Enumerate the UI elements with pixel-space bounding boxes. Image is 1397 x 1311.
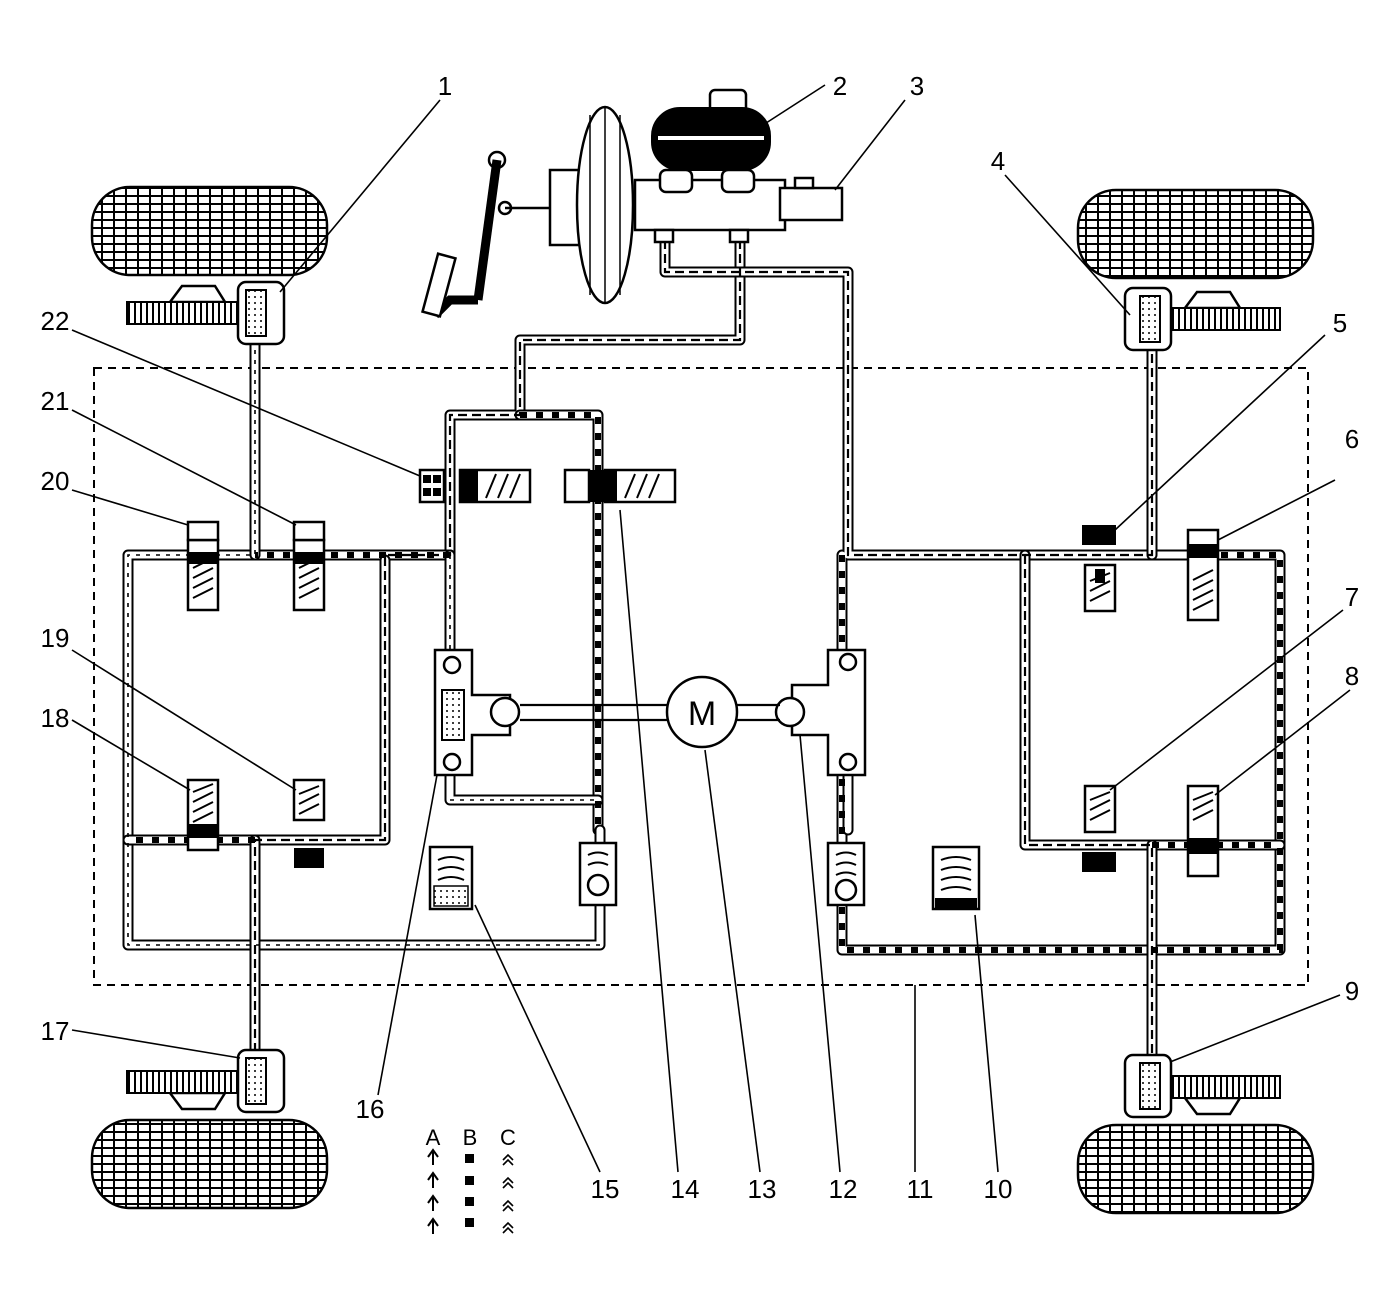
motor-shaft	[520, 703, 780, 722]
brake-booster	[548, 105, 635, 305]
callout-3: 3	[910, 71, 924, 101]
callout-numbers: 1 2 3 4 5 6 7 8 9 10 11 12 13 14 15 16 1…	[41, 71, 1360, 1204]
callout-11: 11	[907, 1174, 934, 1204]
callout-4: 4	[991, 146, 1005, 176]
callout-21: 21	[41, 386, 70, 416]
callout-14: 14	[671, 1174, 700, 1204]
damper-right	[826, 841, 866, 907]
caliper-rear-left	[236, 1048, 286, 1114]
legend-arrow-symbols	[427, 1148, 439, 1234]
block-21	[292, 520, 326, 542]
block-left-rear-outlet-base	[294, 848, 324, 868]
callout-17: 17	[41, 1016, 70, 1046]
callout-19: 19	[41, 623, 70, 653]
modulator-enclosure	[93, 367, 1309, 986]
callout-2: 2	[833, 71, 847, 101]
block-5	[1082, 525, 1116, 545]
tire-rear-left	[90, 1118, 329, 1210]
valve-isolation	[563, 468, 677, 504]
callout-18: 18	[41, 703, 70, 733]
legend-letter-c: C	[500, 1125, 516, 1150]
rotor-front-right	[1139, 290, 1281, 331]
legend-square-symbols	[465, 1154, 474, 1227]
rotor-rear-right	[1139, 1075, 1281, 1116]
pump-motor: M	[665, 675, 739, 749]
legend-chevron-symbols	[502, 1153, 514, 1234]
brake-pedal	[421, 150, 560, 319]
valve-left-front-inlet	[186, 538, 220, 612]
tire-rear-right	[1076, 1123, 1315, 1215]
motor-label: M	[688, 695, 716, 733]
callout-8: 8	[1345, 661, 1359, 691]
valve-left-rear-inlet	[186, 778, 220, 852]
callout-20: 20	[41, 466, 70, 496]
callout-5: 5	[1333, 308, 1347, 338]
callout-7: 7	[1345, 582, 1359, 612]
callout-9: 9	[1345, 976, 1359, 1006]
leader-lines	[71, 84, 1351, 1173]
callout-22: 22	[41, 306, 70, 336]
solenoid-valves	[186, 468, 1220, 878]
block-20	[186, 520, 220, 542]
caliper-rear-right	[1123, 1053, 1173, 1119]
flow-pattern-C	[127, 340, 600, 946]
valve-right-front-inlet	[1083, 563, 1117, 613]
callout-12: 12	[829, 1174, 858, 1204]
accumulator-right	[931, 845, 981, 911]
valve-left-rear-outlet	[292, 778, 326, 822]
accumulator-left	[428, 845, 474, 911]
legend-letter-a: A	[426, 1125, 441, 1150]
flow-legend: A B C	[426, 1125, 516, 1234]
damper-left	[578, 841, 618, 907]
pump-left	[433, 648, 521, 777]
caliper-front-left	[236, 280, 286, 346]
legend-letter-b: B	[463, 1125, 478, 1150]
brake-lines	[122, 234, 1286, 1066]
tire-front-left	[90, 185, 329, 277]
rotor-rear-left	[126, 1070, 268, 1111]
rotor-front-left	[126, 284, 268, 325]
valve-prime	[418, 468, 532, 504]
callout-13: 13	[748, 1174, 777, 1204]
block-right-rear	[1082, 852, 1116, 872]
callout-16: 16	[356, 1094, 385, 1124]
callout-6: 6	[1345, 424, 1359, 454]
master-cylinder	[633, 168, 844, 244]
callout-15: 15	[591, 1174, 620, 1204]
tire-front-right	[1076, 188, 1315, 280]
callout-10: 10	[984, 1174, 1013, 1204]
pump-right	[774, 648, 867, 777]
caliper-front-right	[1123, 286, 1173, 352]
brake-fluid-reservoir	[651, 88, 771, 171]
valve-right-rear-inlet	[1083, 784, 1117, 834]
valve-left-front-outlet	[292, 538, 326, 612]
callout-1: 1	[438, 71, 452, 101]
valve-right-rear-outlet	[1186, 784, 1220, 878]
valve-right-front-outlet	[1186, 528, 1220, 622]
